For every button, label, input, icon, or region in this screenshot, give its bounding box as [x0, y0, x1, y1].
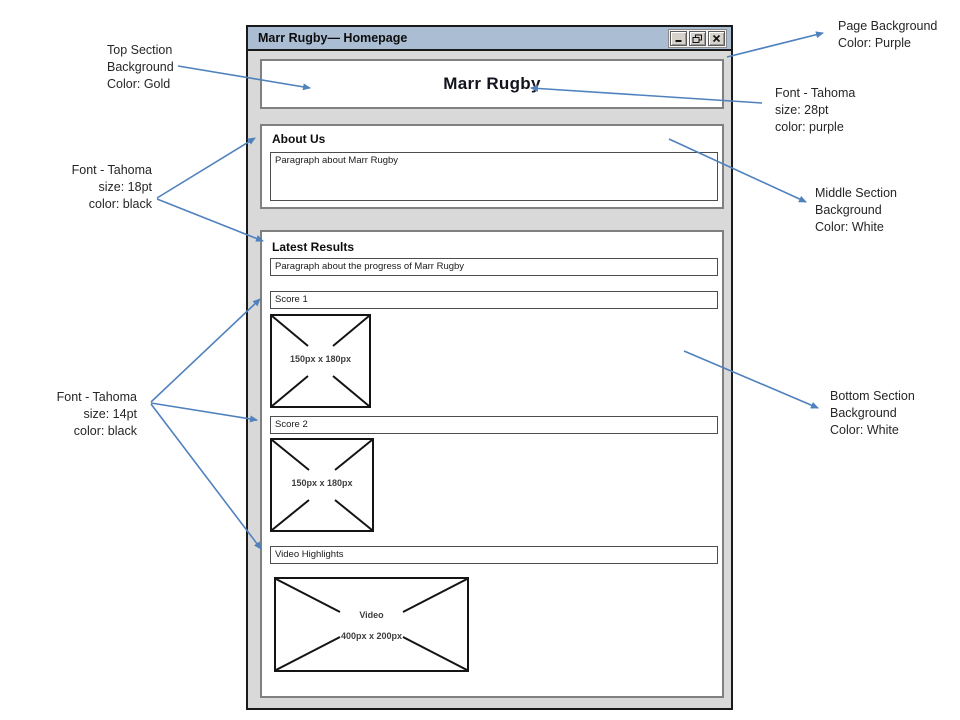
- annotation-middle-section-white: Middle Section Background Color: White: [815, 185, 925, 236]
- close-icon: [712, 34, 721, 43]
- annotation-line: Font - Tahoma: [71, 163, 152, 177]
- latest-results-heading: Latest Results: [272, 240, 355, 254]
- arrow-font-18-about: [156, 137, 256, 199]
- top-section: Marr Rugby: [260, 59, 724, 109]
- mockup-window: Marr Rugby— Homepage: [246, 25, 733, 710]
- score2-box: Score 2: [270, 416, 718, 434]
- annotation-page-background-purple: Page Background Color: Purple: [838, 18, 953, 52]
- annotation-line: Color: Gold: [107, 77, 171, 91]
- minimize-button[interactable]: [670, 31, 687, 46]
- annotation-line: Bottom Section: [830, 389, 915, 403]
- restore-icon: [692, 34, 702, 43]
- arrow-font-14-score2: [150, 402, 258, 423]
- annotation-line: size: 28pt: [775, 103, 829, 117]
- annotation-line: color: black: [88, 197, 152, 211]
- annotation-line: color: purple: [775, 120, 844, 134]
- window-title: Marr Rugby— Homepage: [258, 31, 408, 45]
- annotation-line: Top Section: [107, 43, 173, 57]
- image-placeholder-x: [272, 316, 369, 406]
- video-placeholder: Video 400px x 200px: [274, 577, 469, 672]
- window-controls: [668, 29, 727, 48]
- annotation-line: Font - Tahoma: [775, 86, 856, 100]
- bottom-section: Latest Results Paragraph about the progr…: [260, 230, 724, 698]
- about-us-heading: About Us: [272, 132, 326, 146]
- arrow-page-purple: [726, 31, 824, 58]
- annotation-top-section-gold: Top Section Background Color: Gold: [107, 42, 217, 93]
- annotation-line: color: black: [73, 424, 137, 438]
- arrow-font-14-score1: [150, 298, 261, 403]
- annotation-line: Background: [107, 60, 174, 74]
- annotation-line: Background: [815, 203, 882, 217]
- site-title: Marr Rugby: [443, 74, 541, 93]
- video-size-label: 400px x 200px: [340, 630, 403, 641]
- image-placeholder-x: [272, 440, 372, 530]
- annotation-bottom-section-white: Bottom Section Background Color: White: [830, 388, 945, 439]
- annotation-font-14pt: Font - Tahoma size: 14pt color: black: [40, 389, 137, 440]
- window-titlebar: Marr Rugby— Homepage: [248, 27, 731, 51]
- annotation-line: Middle Section: [815, 186, 897, 200]
- image-placeholder-2: 150px x 180px: [270, 438, 374, 532]
- image-placeholder-1: 150px x 180px: [270, 314, 371, 408]
- middle-section: About Us Paragraph about Marr Rugby: [260, 124, 724, 209]
- annotation-line: Page Background: [838, 19, 938, 33]
- annotation-line: size: 14pt: [83, 407, 137, 421]
- close-button[interactable]: [708, 31, 725, 46]
- video-placeholder-x: [276, 579, 467, 670]
- annotation-font-18pt: Font - Tahoma size: 18pt color: black: [55, 162, 152, 213]
- about-us-paragraph-box: Paragraph about Marr Rugby: [270, 152, 718, 201]
- results-paragraph-box: Paragraph about the progress of Marr Rug…: [270, 258, 718, 276]
- annotation-line: Color: White: [815, 220, 884, 234]
- annotation-line: Color: White: [830, 423, 899, 437]
- restore-button[interactable]: [689, 31, 706, 46]
- image2-size-label: 150px x 180px: [291, 477, 353, 488]
- arrow-font-14-video: [150, 403, 262, 550]
- annotation-font-28pt: Font - Tahoma size: 28pt color: purple: [775, 85, 885, 136]
- video-highlights-box: Video Highlights: [270, 546, 718, 564]
- video-title-label: Video: [359, 609, 384, 620]
- minimize-icon: [675, 40, 682, 42]
- annotation-line: Font - Tahoma: [56, 390, 137, 404]
- annotation-line: size: 18pt: [98, 180, 152, 194]
- annotation-line: Background: [830, 406, 897, 420]
- image1-size-label: 150px x 180px: [289, 353, 352, 364]
- annotation-line: Color: Purple: [838, 36, 911, 50]
- score1-box: Score 1: [270, 291, 718, 309]
